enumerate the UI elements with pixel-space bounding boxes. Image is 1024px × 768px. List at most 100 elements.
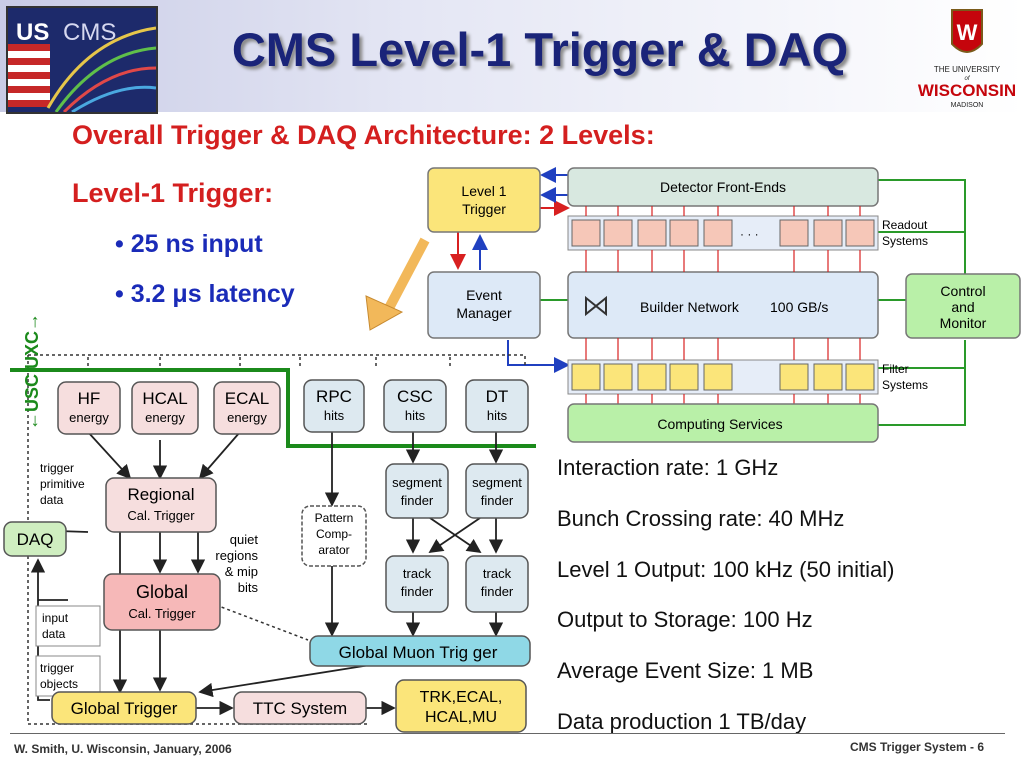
svg-text:W: W	[957, 20, 978, 45]
hf-energy-box: HF energy	[57, 381, 121, 435]
page-title: CMS Level-1 Trigger & DAQ	[231, 23, 849, 76]
footer-divider	[10, 733, 1005, 734]
stat-output-storage: Output to Storage: 100 Hz	[557, 607, 813, 632]
svg-text:data: data	[42, 627, 66, 641]
input-data-label: input data	[35, 605, 101, 647]
filter-cell	[571, 363, 601, 391]
csc-segment-finder-box: segment finder	[385, 463, 449, 519]
ecal-energy-box: ECAL energy	[213, 381, 281, 435]
daq-box: DAQ	[3, 521, 67, 557]
crest-icon	[951, 9, 983, 53]
svg-text:track: track	[483, 566, 512, 581]
svg-text:Monitor: Monitor	[940, 315, 987, 331]
svg-text:trigger: trigger	[40, 461, 74, 475]
wisconsin-logo: W THE UNIVERSITY of WISCONSIN MADISON	[912, 4, 1022, 110]
svg-text:energy: energy	[227, 410, 267, 425]
svg-text:100 GB/s: 100 GB/s	[770, 299, 828, 315]
svg-text:Builder Network: Builder Network	[640, 299, 740, 315]
logo-us-text: US	[16, 19, 49, 46]
uscms-logo: US CMS	[6, 6, 158, 114]
svg-text:Trigger: Trigger	[462, 201, 506, 217]
filter-cell	[845, 363, 875, 391]
control-monitor-box: Control and Monitor	[905, 273, 1021, 339]
svg-text:Filter: Filter	[882, 362, 909, 376]
svg-text:Computing Services: Computing Services	[657, 416, 782, 432]
svg-text:segment: segment	[472, 475, 522, 490]
svg-text:& mip: & mip	[225, 564, 258, 579]
svg-text:Cal. Trigger: Cal. Trigger	[128, 606, 196, 621]
svg-text:Global Trigger: Global Trigger	[71, 699, 178, 718]
svg-text:finder: finder	[401, 584, 434, 599]
global-trigger-box: Global Trigger	[51, 691, 197, 725]
regional-cal-trigger-box: Regional Cal. Trigger	[105, 477, 217, 533]
trk-ecal-hcal-mu-box: TRK,ECAL, HCAL,MU	[395, 679, 527, 733]
builder-network-box: Builder Network 100 GB/s	[567, 271, 879, 339]
svg-text:RPC: RPC	[316, 387, 352, 406]
svg-text:Regional: Regional	[127, 485, 194, 504]
svg-text:arator: arator	[318, 543, 349, 557]
trigger-objects-label: trigger objects	[35, 655, 101, 697]
filter-cell	[813, 363, 843, 391]
event-manager-box: Event Manager	[427, 271, 541, 339]
svg-text:energy: energy	[145, 410, 185, 425]
svg-text:Detector Front-Ends: Detector Front-Ends	[660, 179, 786, 195]
svg-text:THE UNIVERSITY: THE UNIVERSITY	[934, 65, 1001, 74]
readout-cell	[637, 219, 667, 247]
hcal-energy-box: HCAL energy	[131, 381, 199, 435]
svg-text:HF: HF	[78, 389, 101, 408]
svg-text:trigger: trigger	[40, 661, 74, 675]
filter-cell	[779, 363, 809, 391]
svg-text:track: track	[403, 566, 432, 581]
ellipsis: · · ·	[740, 227, 759, 241]
global-muon-trigger-box: Global Muon Trig ger	[309, 635, 531, 667]
filter-cell	[669, 363, 699, 391]
bullet-latency: • 3.2 μs latency	[115, 280, 295, 308]
trigger-primitive-data-label: trigger primitive data	[40, 461, 85, 507]
svg-text:CSC: CSC	[397, 387, 433, 406]
svg-text:input: input	[42, 611, 69, 625]
svg-text:TTC System: TTC System	[253, 699, 347, 718]
svg-text:finder: finder	[481, 584, 514, 599]
subtitle-architecture: Overall Trigger & DAQ Architecture: 2 Le…	[72, 120, 655, 150]
svg-text:Level 1: Level 1	[461, 183, 506, 199]
svg-text:finder: finder	[401, 493, 434, 508]
ttc-system-box: TTC System	[233, 691, 367, 725]
svg-text:DT: DT	[486, 387, 509, 406]
switch-icon	[585, 295, 607, 317]
svg-text:objects: objects	[40, 677, 78, 691]
svg-text:Event: Event	[466, 287, 502, 303]
usc-uxc-label: ←USC UXC→	[22, 313, 42, 430]
svg-text:HCAL: HCAL	[142, 389, 187, 408]
readout-cell	[845, 219, 875, 247]
svg-text:HCAL,MU: HCAL,MU	[425, 709, 497, 726]
svg-text:Global: Global	[136, 582, 188, 602]
footer-page: CMS Trigger System - 6	[850, 740, 985, 754]
stat-bunch-crossing: Bunch Crossing rate: 40 MHz	[557, 506, 845, 531]
readout-cell	[603, 219, 633, 247]
usc-uxc-boundary	[10, 368, 536, 448]
svg-text:Readout: Readout	[882, 218, 928, 232]
svg-text:TRK,ECAL,: TRK,ECAL,	[420, 689, 503, 706]
orange-arrow-head	[365, 295, 404, 331]
csc-track-finder-box: track finder	[385, 555, 449, 613]
svg-text:bits: bits	[238, 580, 259, 595]
filter-cell	[637, 363, 667, 391]
readout-cell	[571, 219, 601, 247]
svg-text:hits: hits	[487, 408, 508, 423]
quiet-regions-label: quiet regions & mip bits	[215, 532, 258, 595]
svg-text:of: of	[964, 76, 970, 82]
bullet-input: • 25 ns input	[115, 230, 263, 258]
svg-text:ECAL: ECAL	[225, 389, 269, 408]
readout-cell	[703, 219, 733, 247]
footer-author: W. Smith, U. Wisconsin, January, 2006	[14, 742, 232, 756]
readout-cell	[669, 219, 699, 247]
svg-text:DAQ: DAQ	[17, 530, 54, 549]
svg-text:primitive: primitive	[40, 477, 85, 491]
readout-systems-label: Readout Systems	[882, 218, 928, 248]
stat-data-production: Data production 1 TB/day	[557, 709, 807, 734]
stat-interaction-rate: Interaction rate: 1 GHz	[557, 455, 779, 480]
svg-text:Control: Control	[940, 283, 985, 299]
dt-track-finder-box: track finder	[465, 555, 529, 613]
svg-text:and: and	[951, 299, 974, 315]
svg-text:Systems: Systems	[882, 378, 928, 392]
